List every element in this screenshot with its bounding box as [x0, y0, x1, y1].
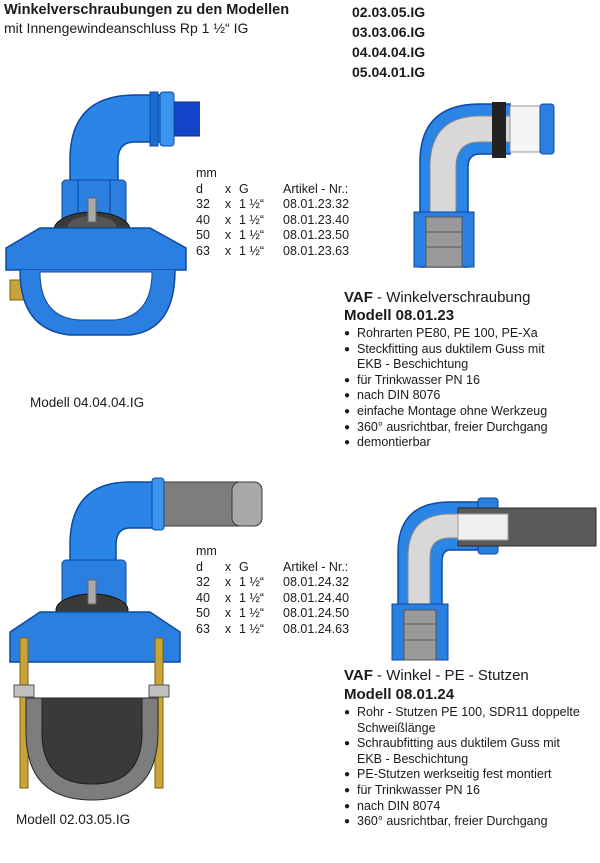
- table-cell: x: [224, 243, 232, 258]
- feature-list: Rohr - Stutzen PE 100, SDR11 doppelte Sc…: [344, 705, 598, 830]
- model-code: 03.03.06.IG: [352, 24, 426, 40]
- brand-label: VAF: [344, 667, 373, 684]
- list-item: 360° ausrichtbar, freier Durchgang: [344, 420, 594, 436]
- unit-label: mm: [196, 166, 217, 180]
- list-item: EKB - Beschichtung: [357, 357, 469, 372]
- table-row: 40 x 1 ½“ 08.01.23.40: [196, 213, 349, 229]
- table-cell: 08.01.24.32: [283, 575, 350, 589]
- table-cell: 1 ½“: [239, 590, 265, 605]
- table-header: x: [224, 181, 232, 196]
- list-item: nach DIN 8076: [344, 388, 594, 404]
- model-code-list: 02.03.05.IG 03.03.06.IG 04.04.04.IG 05.0…: [352, 2, 425, 82]
- table-row: 32 x 1 ½“ 08.01.24.32: [196, 575, 349, 591]
- elbow-fitting-saddle-image: [5, 91, 200, 336]
- table-cell: 32: [196, 575, 210, 589]
- table-header: d: [196, 559, 203, 574]
- image-caption: Modell 04.04.04.IG: [30, 395, 145, 410]
- table-cell: x: [224, 606, 232, 620]
- model-number: Modell 08.01.24: [344, 686, 455, 703]
- table-cell: x: [224, 590, 232, 605]
- table-cell: 1 ½“: [239, 621, 265, 636]
- table-cell: x: [224, 575, 232, 589]
- table-cell: 1 ½“: [239, 606, 265, 620]
- table-row: 50 x 1 ½“ 08.01.23.50: [196, 228, 349, 244]
- table-cell: 50: [196, 228, 210, 242]
- table-cell: 1 ½“: [239, 575, 265, 589]
- table-cell: 63: [196, 621, 210, 636]
- table-header: G: [239, 181, 249, 196]
- table-cell: 50: [196, 606, 210, 620]
- model-code: 05.04.01.IG: [352, 64, 426, 80]
- list-item: für Trinkwasser PN 16: [344, 373, 594, 389]
- table-cell: 1 ½“: [239, 212, 265, 227]
- list-item: Rohr - Stutzen PE 100, SDR11 doppelte: [344, 705, 598, 721]
- section-heading: VAF - Winkelverschraubung: [344, 289, 530, 306]
- article-table: mm d x G Artikel - Nr.: 32 x 1 ½“ 08.01.…: [196, 166, 349, 259]
- table-header: x: [224, 559, 232, 574]
- model-number: Modell 08.01.23: [344, 307, 455, 324]
- list-item: Steckfitting aus duktilem Guss mit: [344, 342, 594, 358]
- table-cell: x: [224, 621, 232, 636]
- page-title: Winkelverschraubungen zu den Modellen: [4, 2, 290, 18]
- brand-label: VAF: [344, 289, 373, 306]
- table-cell: 63: [196, 243, 210, 258]
- table-row: 32 x 1 ½“ 08.01.23.32: [196, 197, 349, 213]
- table-cell: x: [224, 197, 232, 211]
- table-cell: 1 ½“: [239, 197, 265, 211]
- table-cell: 08.01.23.50: [283, 228, 350, 242]
- table-cell: 08.01.24.63: [283, 621, 350, 636]
- table-row: 40 x 1 ½“ 08.01.24.40: [196, 591, 349, 607]
- model-code: 04.04.04.IG: [352, 44, 426, 60]
- list-item: EKB - Beschichtung: [357, 751, 469, 766]
- table-cell: 1 ½“: [239, 243, 265, 258]
- list-item: für Trinkwasser PN 16: [344, 783, 598, 799]
- table-cell: 08.01.24.50: [283, 606, 350, 620]
- table-cell: 08.01.23.40: [283, 212, 350, 227]
- image-caption: Modell 02.03.05.IG: [16, 812, 131, 827]
- list-item: 360° ausrichtbar, freier Durchgang: [344, 814, 598, 830]
- table-header: Artikel - Nr.:: [283, 559, 349, 574]
- model-code: 02.03.05.IG: [352, 4, 426, 20]
- table-header: G: [239, 559, 249, 574]
- list-item: Rohrarten PE80, PE 100, PE-Xa: [344, 326, 594, 342]
- table-cell: 32: [196, 197, 210, 211]
- pe-spigot-section-image: [391, 497, 597, 661]
- table-cell: 08.01.23.63: [283, 243, 350, 258]
- list-item: Schraubfitting aus duktilem Guss mit: [344, 736, 598, 752]
- article-table: mm d x G Artikel - Nr.: 32 x 1 ½“ 08.01.…: [196, 544, 349, 637]
- product-name: - Winkelverschraubung: [372, 289, 531, 306]
- feature-list: Rohrarten PE80, PE 100, PE-Xa Steckfitti…: [344, 326, 594, 451]
- table-cell: 40: [196, 590, 210, 605]
- table-row: 63 x 1 ½“ 08.01.24.63: [196, 622, 349, 638]
- list-item: einfache Montage ohne Werkzeug: [344, 404, 594, 420]
- list-item: nach DIN 8074: [344, 799, 598, 815]
- table-row: 50 x 1 ½“ 08.01.24.50: [196, 606, 349, 622]
- elbow-fitting-section-image: [413, 102, 555, 268]
- pe-spigot-saddle-image: [9, 477, 263, 801]
- table-cell: x: [224, 228, 232, 242]
- table-cell: 1 ½“: [239, 228, 265, 242]
- table-cell: 08.01.24.40: [283, 590, 350, 605]
- section-heading: VAF - Winkel - PE - Stutzen: [344, 667, 529, 684]
- table-header: d: [196, 181, 203, 196]
- product-name: - Winkel - PE - Stutzen: [372, 667, 529, 684]
- list-item: demontierbar: [344, 435, 594, 451]
- unit-label: mm: [196, 544, 217, 558]
- table-row: 63 x 1 ½“ 08.01.23.63: [196, 244, 349, 260]
- page-subtitle: mit Innengewindeanschluss Rp 1 ½“ IG: [4, 20, 249, 36]
- table-cell: 08.01.23.32: [283, 197, 350, 211]
- list-item: Schweißlänge: [357, 720, 436, 735]
- table-header: Artikel - Nr.:: [283, 181, 349, 196]
- table-cell: x: [224, 212, 232, 227]
- list-item: PE-Stutzen werkseitig fest montiert: [344, 767, 598, 783]
- table-cell: 40: [196, 212, 210, 227]
